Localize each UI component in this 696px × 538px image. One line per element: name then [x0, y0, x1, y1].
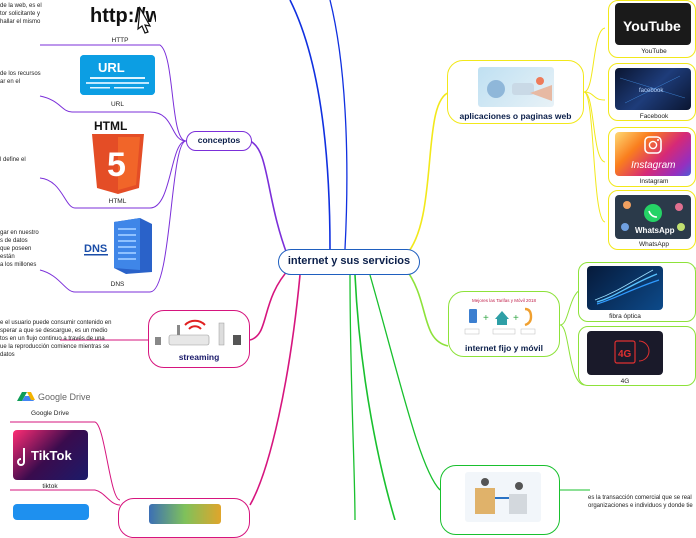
instagram-image: Instagram	[615, 132, 691, 176]
facebook-image-text: facebook	[639, 88, 664, 94]
streaming-description: e el usuario puede consumir contenido en…	[0, 320, 112, 358]
youtube-caption: YouTube	[641, 48, 667, 55]
tiktok-image: TikTok	[13, 430, 88, 480]
app-youtube-node[interactable]: YouTube YouTube	[608, 0, 696, 58]
app-facebook-node[interactable]: facebook Facebook	[608, 63, 696, 121]
4g-caption: 4G	[620, 378, 630, 385]
dns-image-text: DNS	[84, 243, 107, 255]
cursor-icon	[137, 6, 152, 34]
topic-bottom-green-partial[interactable]	[440, 465, 560, 535]
topic-internet-fijo[interactable]: Mejores las Tarifas y Móvil 2018 + + int…	[448, 291, 560, 357]
topic-internet-fijo-label: internet fijo y móvil	[465, 343, 543, 353]
facebook-caption: Facebook	[639, 113, 669, 120]
facebook-image: facebook	[615, 68, 691, 110]
dns-image: DNS	[82, 216, 156, 274]
whatsapp-logo-icon	[644, 204, 662, 222]
tiktok-note-icon	[17, 448, 25, 466]
topic-conceptos[interactable]: conceptos	[186, 131, 252, 151]
url-image-text: URL	[98, 60, 125, 75]
google-drive-image: Google Drive	[14, 386, 90, 406]
app-instagram-node[interactable]: Instagram Instagram	[608, 127, 696, 187]
html5-logo: HTML 5	[88, 118, 148, 196]
phone-icon	[524, 307, 533, 327]
fibra-optica-image	[587, 266, 663, 310]
http-description: de la web, es el tor solicitante y halla…	[0, 3, 42, 25]
4g-image: 4G	[587, 331, 663, 375]
fibra-optica-node[interactable]: fibra óptica	[578, 262, 696, 322]
youtube-image: YouTube	[615, 3, 691, 45]
dns-description: gar en nuestro s de datos que poseen est…	[0, 230, 39, 268]
connector-lines	[10, 0, 696, 520]
bottom-right-description: es la transacción comercial que se real …	[588, 495, 693, 509]
app-whatsapp-node[interactable]: WhatsApp WhatsApp	[608, 190, 696, 250]
topic-conceptos-label: conceptos	[197, 135, 241, 145]
left-app-partial-image	[13, 504, 89, 520]
topic-streaming[interactable]: streaming	[148, 310, 250, 368]
svg-text:+: +	[483, 313, 489, 324]
topic-aplicaciones[interactable]: aplicaciones o paginas web	[447, 60, 584, 124]
4g-node[interactable]: 4G 4G	[578, 326, 696, 386]
internet-fijo-image: Mejores las Tarifas y Móvil 2018 + +	[464, 298, 536, 335]
topic-bottom-left-partial[interactable]	[118, 498, 250, 538]
instagram-caption: Instagram	[639, 178, 669, 185]
bottom-left-partial-image	[149, 504, 221, 524]
http-image: http://www	[88, 0, 156, 34]
html-caption: HTML	[108, 198, 127, 205]
url-caption: URL	[110, 101, 124, 108]
svg-text:+: +	[513, 313, 519, 324]
tiktok-image-text: TikTok	[31, 448, 72, 463]
topic-streaming-label: streaming	[178, 352, 220, 362]
url-description: de los recursos ar en el	[0, 71, 41, 85]
4g-image-text: 4G	[618, 349, 632, 360]
youtube-logo-icon: YouTube	[623, 18, 681, 34]
instagram-logo-icon	[644, 136, 662, 154]
html-image-text: HTML	[94, 119, 127, 133]
http-caption: HTTP	[111, 37, 129, 44]
google-drive-image-text: Google Drive	[38, 392, 90, 402]
central-topic[interactable]: internet y sus servicios	[278, 249, 420, 275]
ecommerce-image	[465, 472, 541, 522]
dns-caption: DNS	[110, 281, 125, 288]
router-icon	[155, 319, 241, 346]
fibra-optica-caption: fibra óptica	[609, 313, 641, 320]
topic-aplicaciones-label: aplicaciones o paginas web	[459, 111, 572, 121]
internet-fijo-image-title: Mejores las Tarifas y Móvil 2018	[472, 298, 536, 303]
tiktok-caption: tiktok	[42, 483, 58, 490]
whatsapp-image-text: WhatsApp	[635, 226, 675, 235]
whatsapp-image: WhatsApp	[615, 195, 691, 239]
aplicaciones-image	[478, 67, 554, 107]
whatsapp-caption: WhatsApp	[639, 241, 669, 248]
html5-badge: 5	[107, 146, 126, 184]
google-drive-caption: Google Drive	[31, 410, 69, 417]
instagram-image-text: Instagram	[631, 160, 675, 171]
html-description: l define el	[0, 157, 26, 163]
url-image: URL	[80, 55, 155, 95]
